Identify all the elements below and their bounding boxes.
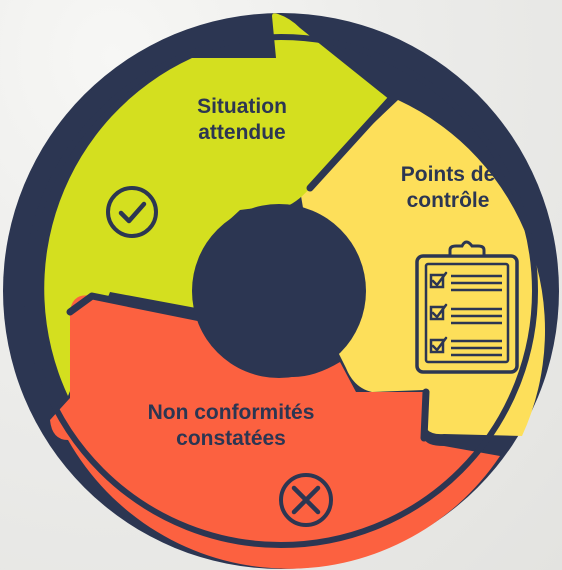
label-line: Situation bbox=[197, 95, 287, 118]
segment-points-de-controle bbox=[299, 100, 546, 436]
label-line: constatées bbox=[176, 427, 286, 450]
label-situation-attendue: Situation attendue bbox=[162, 94, 322, 146]
label-line: contrôle bbox=[406, 189, 490, 212]
clipboard-checklist-icon bbox=[415, 240, 519, 374]
label-line: attendue bbox=[198, 121, 286, 144]
segment-situation-attendue bbox=[44, 13, 391, 396]
segment-non-conformites bbox=[50, 295, 500, 569]
center-hub bbox=[192, 204, 366, 378]
label-points-de-controle: Points de contrôle bbox=[368, 162, 528, 214]
label-line: Points de bbox=[400, 163, 496, 186]
check-circle-icon bbox=[106, 186, 158, 238]
label-non-conformites: Non conformités constatées bbox=[96, 400, 366, 452]
label-line: Non conformités bbox=[147, 401, 315, 424]
x-circle-icon bbox=[279, 473, 333, 527]
